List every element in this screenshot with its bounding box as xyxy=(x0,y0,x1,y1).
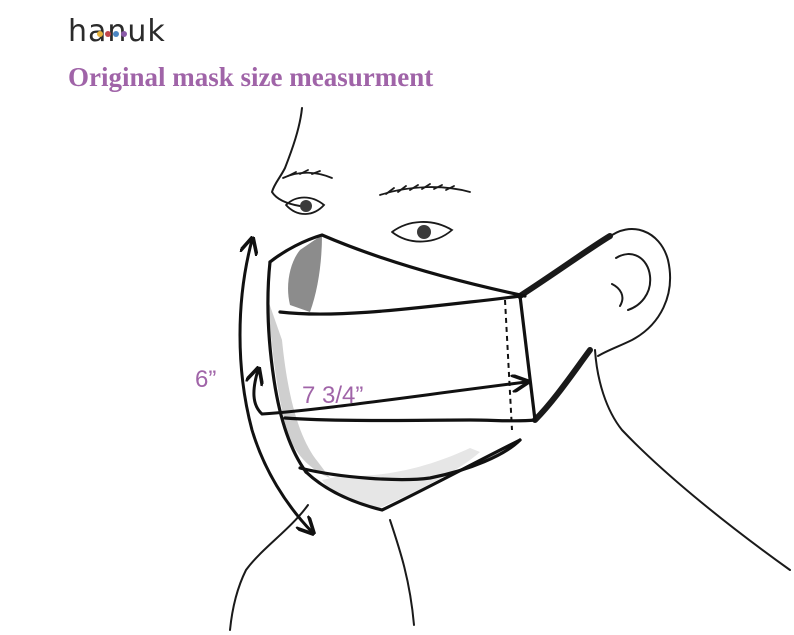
width-arrow xyxy=(254,370,526,414)
width-dimension-label: 7 3/4” xyxy=(302,382,363,410)
ear-outline xyxy=(598,229,670,356)
head-outline xyxy=(230,108,790,630)
ear-loop-bottom xyxy=(535,350,590,420)
height-dimension-label: 6” xyxy=(195,366,216,394)
forehead-nose-line xyxy=(272,108,302,206)
eye-right-iris xyxy=(417,225,431,239)
chin-neck-line xyxy=(390,520,414,625)
eye-left-iris xyxy=(300,200,312,212)
throat-line xyxy=(230,505,308,630)
ear-inner xyxy=(612,254,650,310)
mask-right-edge xyxy=(520,296,535,420)
ear-outer xyxy=(598,229,670,356)
ear-loop-top xyxy=(520,236,610,296)
back-of-neck-line xyxy=(595,350,790,570)
mask-top-pleat xyxy=(280,296,520,314)
mask-middle-pleat xyxy=(285,418,535,421)
mask-seam-dashed xyxy=(505,300,512,430)
eyebrow-right-hair xyxy=(386,184,454,194)
